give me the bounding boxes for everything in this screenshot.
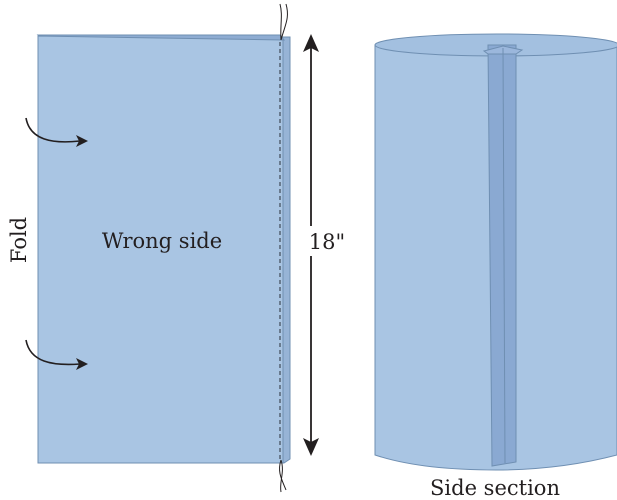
fold-arrow-icon	[25, 339, 88, 370]
dimension-label-bg	[300, 226, 346, 256]
seam-crease	[502, 47, 506, 464]
dimension-label: 18"	[309, 230, 345, 254]
wrong-side-label: Wrong side	[102, 229, 222, 253]
side-section-label: Side section	[430, 476, 560, 500]
fabric-front-layer	[37, 35, 284, 464]
thread-icon	[279, 3, 288, 493]
side-section-cylinder	[374, 33, 617, 471]
fold-arrow-icon	[25, 117, 88, 147]
seam-band	[487, 44, 517, 467]
folded-fabric-panel	[36, 34, 291, 464]
fold-label: Fold	[7, 217, 31, 263]
